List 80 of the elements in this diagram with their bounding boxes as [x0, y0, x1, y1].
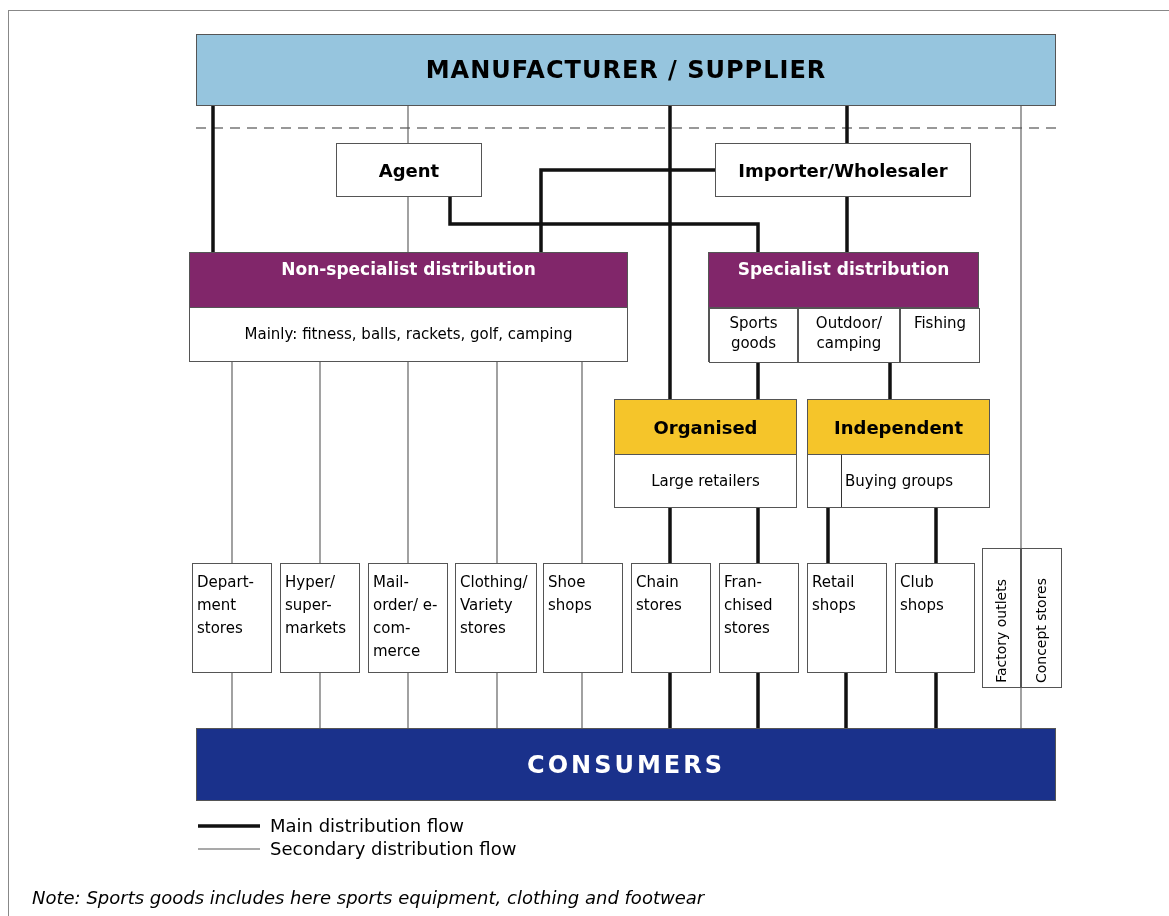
distribution-box	[189, 252, 628, 362]
box-text: Buying groups	[845, 470, 954, 492]
connector-line	[231, 361, 233, 564]
connector-line	[407, 672, 409, 729]
store-label: Chain stores	[636, 572, 683, 616]
store-label: Hyper/ super- markets	[285, 572, 348, 639]
store-box	[455, 563, 537, 673]
box-title: Specialist distribution	[737, 258, 950, 281]
box-text: Mainly: fitness, balls, rackets, golf, camping	[244, 324, 573, 346]
connector-line	[231, 672, 233, 729]
box-title: Organised	[653, 415, 758, 440]
connector-line	[581, 361, 583, 564]
store-label: Depart- ment stores	[197, 572, 255, 639]
connector-line	[756, 362, 760, 399]
connector-line	[407, 361, 409, 564]
connector-line	[888, 362, 892, 399]
intermediary-box	[715, 143, 971, 197]
box-title: MANUFACTURER / SUPPLIER	[425, 55, 827, 86]
connector-line	[668, 106, 672, 399]
outlet-box	[1021, 548, 1062, 688]
connector-line	[934, 673, 938, 728]
caption-note: Note: Sports goods includes here sports equipment, clothing and footwear	[32, 887, 705, 908]
supplier-box	[196, 34, 1056, 106]
connector-line	[539, 168, 715, 252]
connector-line	[496, 672, 498, 729]
store-label: Club shops	[900, 572, 945, 616]
box-title: Independent	[834, 415, 963, 440]
connector-line	[845, 197, 849, 252]
box-text: Large retailers	[651, 470, 760, 492]
connector-line	[407, 105, 409, 144]
category-cell	[709, 308, 798, 363]
connector-line	[756, 673, 760, 728]
store-label: Clothing/ Variety stores	[460, 572, 529, 639]
store-box	[719, 563, 799, 673]
store-box	[631, 563, 711, 673]
retailer-group-box	[807, 399, 990, 508]
store-box	[543, 563, 623, 673]
connector-line	[668, 673, 672, 728]
vertical-label: Factory outlets	[992, 579, 1010, 683]
store-box	[280, 563, 360, 673]
category-cell	[798, 308, 900, 363]
box-title: Agent	[378, 158, 440, 183]
connector-line	[845, 106, 849, 143]
store-box	[895, 563, 975, 673]
connector-line	[668, 508, 672, 563]
connector-line	[934, 508, 938, 563]
connector-line	[407, 196, 409, 253]
box-title: Non-specialist distribution	[281, 258, 536, 281]
distribution-box	[708, 252, 979, 362]
connector-line	[826, 508, 830, 563]
connector-line	[756, 508, 760, 563]
connector-line	[319, 361, 321, 564]
retailer-group-box	[614, 399, 797, 508]
cell-text: Fishing	[913, 313, 967, 334]
connector-line	[496, 361, 498, 564]
store-label: Retail shops	[812, 572, 857, 616]
store-box	[807, 563, 887, 673]
vertical-label: Concept stores	[1032, 577, 1050, 683]
consumers-box	[196, 728, 1056, 801]
cell-text: Outdoor/ camping	[814, 313, 884, 354]
store-box	[368, 563, 448, 673]
intermediary-box	[336, 143, 482, 197]
connector-line	[319, 672, 321, 729]
outlet-box	[982, 548, 1021, 688]
connector-line	[1020, 105, 1022, 549]
connector-line	[1020, 687, 1022, 729]
store-label: Fran- chised stores	[724, 572, 774, 639]
store-label: Mail- order/ e-com- merce	[373, 572, 439, 662]
legend-label: Secondary distribution flow	[270, 837, 517, 861]
connector-line	[844, 673, 848, 728]
connector-line	[448, 197, 760, 252]
store-label: Shoe shops	[548, 572, 593, 616]
box-title: Importer/Wholesaler	[738, 158, 948, 183]
store-box	[192, 563, 272, 673]
box-title: CONSUMERS	[527, 749, 725, 781]
cell-text: Sports goods	[728, 313, 779, 354]
category-cell	[900, 308, 980, 363]
connector-line	[581, 672, 583, 729]
legend-label: Main distribution flow	[270, 814, 465, 838]
connector-line	[211, 106, 215, 252]
